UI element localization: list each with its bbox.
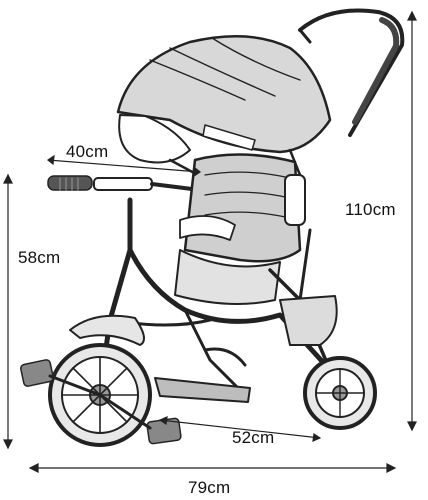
footrest — [154, 377, 251, 403]
arrowhead — [193, 166, 202, 178]
total-length-label: 79cm — [188, 478, 231, 497]
arrowhead — [28, 463, 39, 473]
handlebar — [47, 175, 202, 192]
push-handle — [298, 8, 405, 137]
arrowhead — [407, 10, 417, 21]
seat — [174, 153, 306, 305]
arrowhead — [46, 154, 55, 166]
handle-reach-label: 40cm — [66, 142, 109, 161]
arrowhead — [407, 421, 417, 432]
rear-basket — [279, 295, 338, 346]
rear-axle — [203, 347, 247, 367]
arrowhead — [386, 463, 397, 473]
arrowhead — [312, 432, 322, 442]
dim-line-handle-reach — [47, 159, 201, 173]
front-fender — [69, 314, 145, 346]
dim-line-wheelbase — [159, 419, 321, 439]
arrowhead — [3, 173, 13, 184]
canopy — [116, 35, 332, 177]
rear-wheel — [303, 356, 377, 430]
arrowhead — [158, 416, 168, 426]
dimension-lines — [3, 10, 417, 473]
wheelbase-label: 52cm — [232, 428, 275, 447]
seat-height-label: 58cm — [18, 248, 61, 267]
arrowhead — [3, 439, 13, 450]
total-height-label: 110cm — [345, 200, 396, 219]
